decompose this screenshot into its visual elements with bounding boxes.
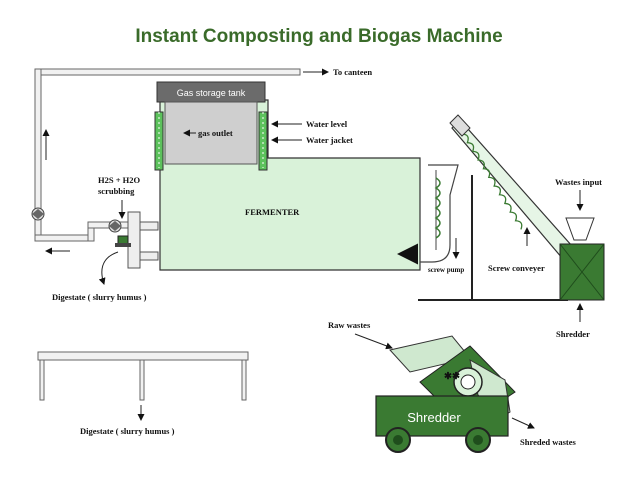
digestate-rack	[37, 351, 249, 401]
scrubbing-label-line1: H2S + H2O	[98, 175, 141, 185]
screw-conveyer	[418, 114, 581, 301]
to-canteen-label: To canteen	[333, 67, 372, 77]
shreded-wastes-arrow	[511, 417, 535, 429]
loop-valve-icon	[31, 207, 45, 221]
water-jacket-label: Water jacket	[306, 135, 353, 145]
digestate-top-label: Digestate ( slurry humus )	[52, 292, 147, 302]
wastes-input-hopper	[565, 217, 595, 241]
scrubbing-label-line2: scrubbing	[98, 186, 135, 196]
scrubber-unit	[108, 211, 159, 269]
digestate-bottom-label: Digestate ( slurry humus )	[80, 426, 175, 436]
gas-storage-tank-label: Gas storage tank	[177, 88, 246, 98]
gas-dome	[164, 101, 258, 165]
screw-pump-label: screw pump	[428, 266, 464, 274]
water-level-label: Water level	[306, 119, 348, 129]
raw-wastes-arrow	[354, 333, 393, 350]
shredder-machine: ✱✱	[375, 335, 516, 453]
gas-outlet-label: gas outlet	[198, 128, 233, 138]
wastes-input-label: Wastes input	[555, 177, 602, 187]
raw-wastes-label: Raw wastes	[328, 320, 371, 330]
water-jacket-right	[258, 111, 268, 171]
svg-text:✱✱: ✱✱	[444, 371, 461, 382]
screw-conveyer-label: Screw conveyer	[488, 263, 545, 273]
water-jacket-left	[154, 111, 164, 171]
shredder-top-label: Shredder	[556, 329, 590, 339]
page-title: Instant Composting and Biogas Machine	[135, 26, 503, 47]
screw-pump	[420, 164, 459, 263]
shredder-machine-label: Shredder	[407, 410, 461, 425]
fermenter-label: FERMENTER	[245, 207, 300, 217]
digestate-top-arrow	[98, 251, 119, 285]
shreded-wastes-label: Shreded wastes	[520, 437, 576, 447]
